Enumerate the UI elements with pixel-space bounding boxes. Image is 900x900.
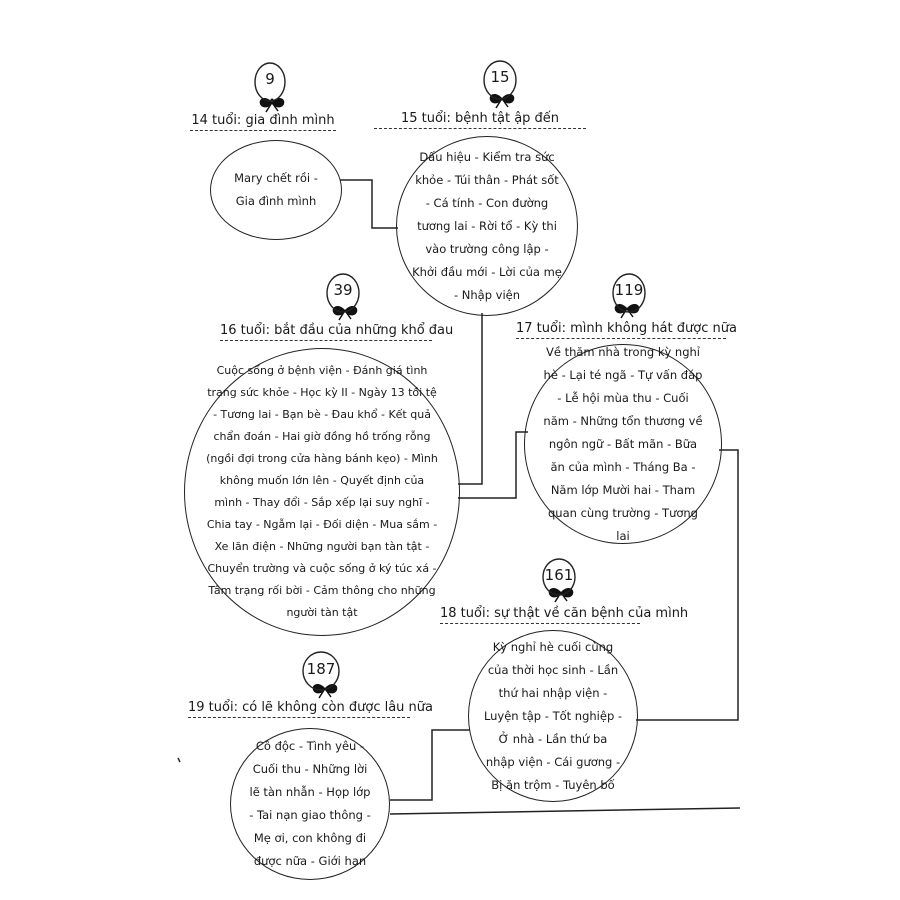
page-number-frame	[326, 273, 360, 313]
page-number: 9	[265, 70, 275, 88]
bottom-rule	[389, 807, 741, 815]
page-number: 15	[490, 68, 510, 86]
chapter-topics: Về thăm nhà trong kỳ nghỉ hè - Lại té ng…	[543, 344, 703, 543]
chapter-heading: 18 tuổi: sự thật về căn bệnh của mình	[440, 606, 688, 624]
chapter-heading: 14 tuổi: gia đình mình	[190, 113, 336, 131]
chapter-topics: Cuộc sống ở bệnh viện - Đánh giá tình tr…	[206, 364, 438, 619]
page-number: 187	[306, 660, 336, 678]
chapter-circle: Dấu hiệu - Kiểm tra sức khỏe - Túi thân …	[396, 136, 578, 316]
butterfly-icon	[332, 305, 358, 321]
page-number-frame	[302, 651, 340, 691]
connector-15-16	[458, 313, 483, 485]
page-number-frame	[542, 558, 576, 596]
chapter-circle: Kỳ nghỉ hè cuối cùng của thời học sinh -…	[468, 630, 638, 802]
page-number-frame	[483, 60, 517, 100]
chapter-topics: Kỳ nghỉ hè cuối cùng của thời học sinh -…	[483, 639, 623, 792]
chapter-heading: 16 tuổi: bắt đầu của những khổ đau	[220, 323, 453, 341]
chapter-circle: Mary chết rồi - Gia đình mình	[210, 140, 342, 240]
chapter-circle: Cuộc sống ở bệnh viện - Đánh giá tình tr…	[184, 348, 460, 636]
page-number: 161	[544, 566, 574, 584]
connector-17-18	[636, 449, 739, 721]
side-mark	[177, 757, 181, 763]
page-number: 39	[333, 281, 353, 299]
chapter-circle: Cô độc - Tình yêu - Cuối thu - Những lời…	[230, 728, 390, 880]
chapter-heading: 15 tuổi: bệnh tật ập đến	[374, 111, 586, 129]
connector-16-17	[458, 431, 528, 499]
butterfly-icon	[259, 97, 285, 113]
chapter-circle: Về thăm nhà trong kỳ nghỉ hè - Lại té ng…	[524, 344, 722, 544]
chapter-topics: Cô độc - Tình yêu - Cuối thu - Những lời…	[249, 739, 371, 868]
chapter-topics: Mary chết rồi - Gia đình mình	[234, 171, 318, 208]
page-number: 119	[614, 281, 644, 299]
connector-14-15	[340, 179, 398, 229]
chapter-heading: 19 tuổi: có lẽ không còn được lâu nữa	[188, 700, 433, 718]
page-number-frame	[612, 273, 646, 313]
connector-18-19	[390, 729, 470, 801]
page-number-frame	[254, 62, 286, 102]
chapter-topics: Dấu hiệu - Kiểm tra sức khỏe - Túi thân …	[412, 149, 562, 302]
butterfly-icon	[489, 93, 515, 109]
butterfly-icon	[312, 683, 338, 699]
chapter-heading: 17 tuổi: mình không hát được nữa	[516, 321, 737, 339]
